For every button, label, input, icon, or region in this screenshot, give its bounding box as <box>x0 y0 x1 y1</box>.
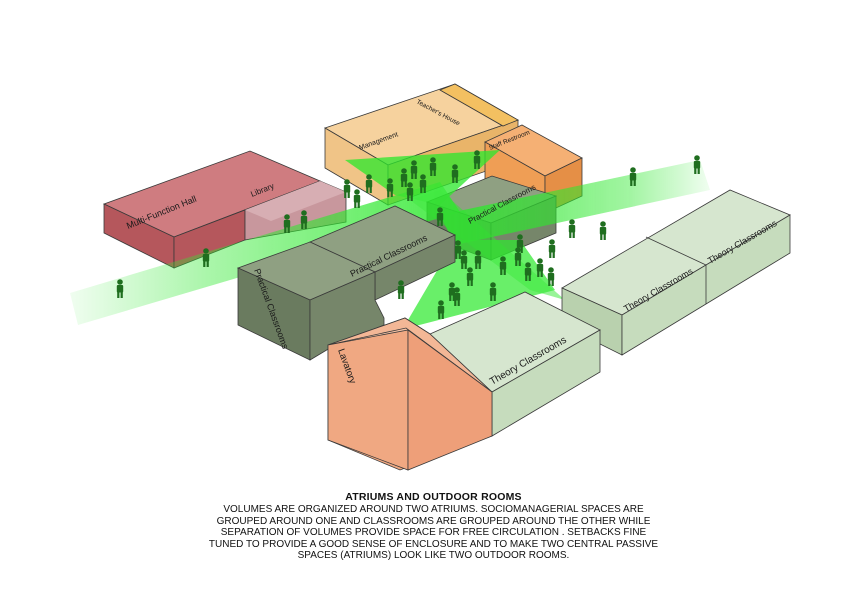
person-figure <box>547 267 555 286</box>
person-figure <box>599 221 607 240</box>
lavatory-block <box>327 317 493 471</box>
atrium-massing-diagram: Multi-Function Hall Library Management T… <box>70 83 791 471</box>
caption-title: ATRIUMS AND OUTDOOR ROOMS <box>345 491 522 503</box>
person-figure <box>397 280 405 299</box>
caption-line: GROUPED AROUND ONE AND CLASSROOMS ARE GR… <box>216 515 651 527</box>
multifunction-hall-block <box>102 150 322 269</box>
theory-front-block <box>429 291 601 437</box>
practical-left-block <box>236 241 385 361</box>
person-figure <box>343 179 351 198</box>
caption-body: VOLUMES ARE ORGANIZED AROUND TWO ATRIUMS… <box>150 504 717 562</box>
caption-line: TUNED TO PROVIDE A GOOD SENSE OF ENCLOSU… <box>208 538 659 550</box>
person-figure <box>568 219 576 238</box>
caption-line: SPACES (ATRIUMS) LOOK LIKE TWO OUTDOOR R… <box>297 550 570 561</box>
caption-line: VOLUMES ARE ORGANIZED AROUND TWO ATRIUMS… <box>223 504 644 515</box>
person-figure <box>548 239 556 258</box>
teachers-house-block <box>439 83 519 127</box>
diagram-caption: ATRIUMS AND OUTDOOR ROOMS VOLUMES ARE OR… <box>150 491 717 562</box>
person-figure <box>353 189 361 208</box>
caption-line: SEPARATION OF VOLUMES PROVIDE SPACE FOR … <box>220 527 647 538</box>
